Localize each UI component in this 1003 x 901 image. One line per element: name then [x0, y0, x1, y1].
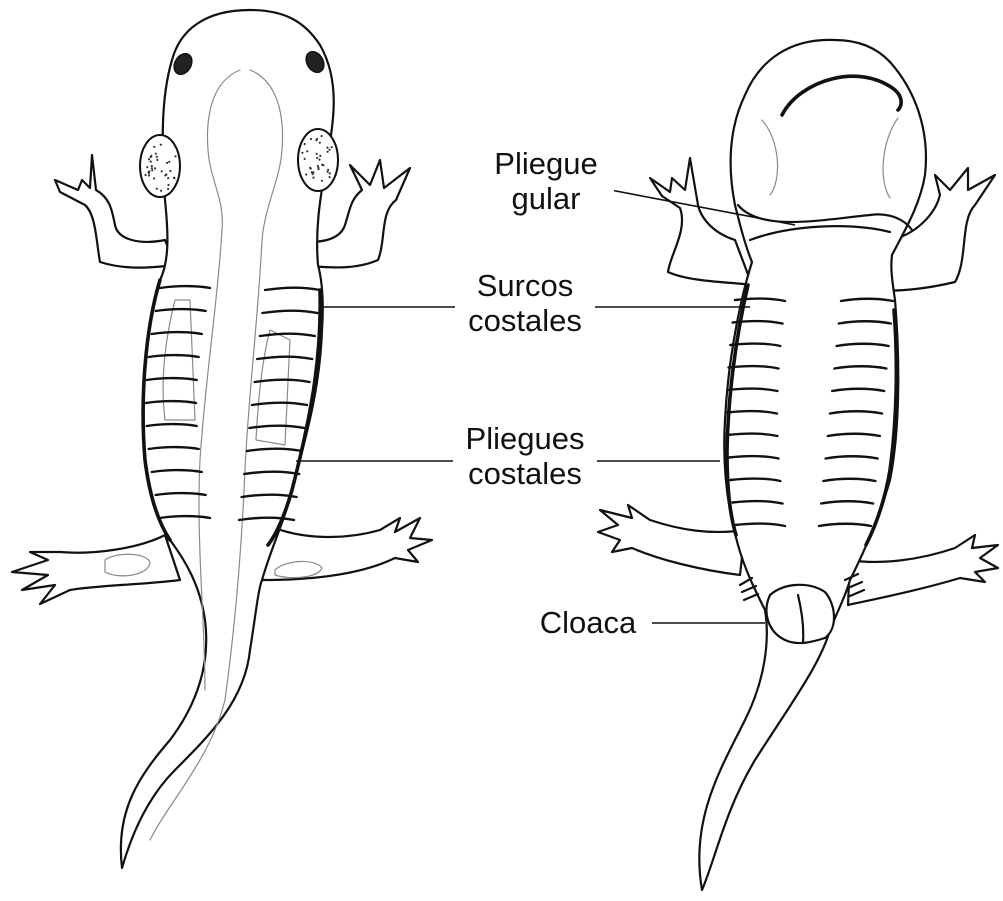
gland-dot [167, 177, 169, 179]
gland-dot [305, 173, 307, 175]
gland-dot [331, 146, 333, 148]
gland-dot [166, 162, 168, 164]
label-surcos-costales: Surcos costales [455, 268, 595, 338]
gland-dot [156, 188, 158, 190]
gland-dot [150, 161, 152, 163]
label-pliegues-costales: Pliegues costales [453, 421, 597, 491]
gland-dot [319, 155, 321, 157]
gland-dot [148, 174, 150, 176]
gland-dot [318, 159, 320, 161]
ventral-right-hind-limb [848, 535, 998, 605]
label-pliegues-costales-line2: costales [455, 456, 595, 491]
gland-dot [317, 165, 319, 167]
gland-dot [151, 165, 153, 167]
gland-dot [311, 171, 313, 173]
gland-dot [164, 174, 166, 176]
gland-dot [156, 156, 158, 158]
gland-dot [321, 180, 323, 182]
gland-dot [312, 173, 314, 175]
gland-dot [168, 161, 170, 163]
gland-dot [306, 150, 308, 152]
gland-dot [317, 168, 319, 170]
dorsal-left-hind-limb [12, 535, 180, 604]
label-cloaca: Cloaca [524, 605, 652, 640]
gland-dot [167, 188, 169, 190]
cloaca-shape [766, 585, 834, 643]
gland-dot [150, 155, 152, 157]
gland-dot [167, 184, 169, 186]
label-pliegue-gular-line1: Pliegue [480, 146, 612, 181]
label-cloaca-text: Cloaca [526, 605, 650, 640]
gland-dot [155, 153, 157, 155]
gland-dot [327, 169, 329, 171]
gland-dot [151, 169, 153, 171]
gland-dot [160, 144, 162, 146]
gland-dot [304, 158, 306, 160]
gland-dot [148, 158, 150, 160]
label-pliegue-gular: Pliegue gular [478, 146, 614, 216]
gland-dot [173, 177, 175, 179]
gland-dot [316, 157, 318, 159]
gland-dot [327, 171, 329, 173]
gland-dot [327, 151, 329, 153]
gland-dot [169, 170, 171, 172]
gland-dot [310, 167, 312, 169]
gland-dot [151, 167, 153, 169]
gland-dot [316, 138, 318, 140]
gland-dot [321, 135, 323, 137]
gland-dot [301, 152, 303, 154]
label-surcos-costales-line1: Surcos [457, 268, 593, 303]
gland-dot [145, 174, 147, 176]
gland-dot [154, 167, 156, 169]
ventral-view-salamander [598, 40, 998, 890]
label-surcos-costales-line2: costales [457, 303, 593, 338]
gland-dot [319, 142, 321, 144]
gland-dot [174, 155, 176, 157]
gland-dot [156, 159, 158, 161]
right-paratoid-gland [298, 129, 338, 191]
dorsal-view-salamander [12, 10, 432, 868]
ventral-left-hind-limb [598, 505, 745, 575]
gland-dot [304, 143, 306, 145]
label-pliegue-gular-line2: gular [480, 181, 612, 216]
dorsal-right-hind-limb [262, 518, 432, 580]
gland-dot [160, 190, 162, 192]
label-pliegues-costales-line1: Pliegues [455, 421, 595, 456]
gland-dot [329, 176, 331, 178]
gland-dot [146, 166, 148, 168]
gland-dot [328, 149, 330, 151]
gland-dot [148, 170, 150, 172]
gland-dot [329, 172, 331, 174]
gland-dot [310, 138, 312, 140]
gland-dot [316, 153, 318, 155]
gland-dot [153, 146, 155, 148]
gland-dot [153, 177, 155, 179]
gland-dot [161, 170, 163, 172]
gland-dot [326, 147, 328, 149]
gland-dot [312, 177, 314, 179]
gland-dot [321, 164, 323, 166]
